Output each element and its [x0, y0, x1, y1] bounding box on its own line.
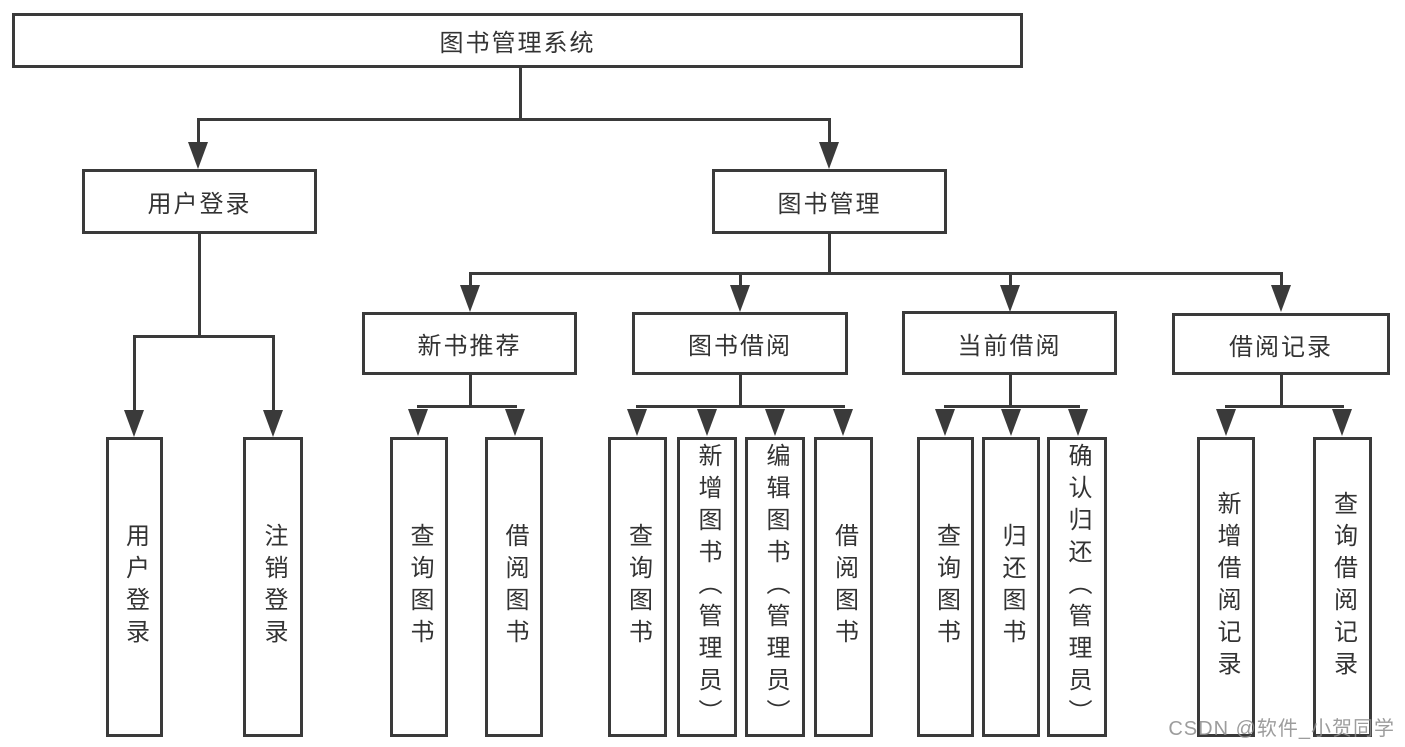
connector-root-drop-right: [827, 118, 831, 145]
connector-user-login-rail: [132, 335, 275, 338]
connector-borrow-records-rail: [1224, 405, 1344, 408]
connector-current-borrow-stem: [1008, 375, 1012, 407]
arrowhead-to-cb-confirm-return: [1068, 409, 1088, 436]
node-book-borrow-label: 图书借阅: [688, 333, 792, 360]
connector-book-borrow-rail: [635, 405, 845, 408]
connector-book-mgmt-stem: [827, 234, 831, 274]
leaf-bb-borrow-books-label: 借阅图书: [830, 523, 858, 651]
arrowhead-to-nb-query-books: [408, 409, 428, 436]
node-book-borrow: 图书借阅: [632, 312, 848, 375]
arrowhead-to-bb-add-book: [697, 409, 717, 436]
connector-user-login-stem: [197, 234, 201, 337]
leaf-br-query-borrow-record: 查询借阅记录: [1313, 437, 1372, 737]
connector-book-borrow-stem: [738, 375, 742, 407]
node-user-login-label: 用户登录: [147, 191, 252, 218]
connector-new-book-stem: [468, 375, 472, 407]
connector-book-mgmt-drop-4: [1279, 272, 1283, 288]
leaf-bb-add-book-admin: 新增图书（管理员）: [677, 437, 737, 737]
leaf-nb-borrow-books: 借阅图书: [485, 437, 543, 737]
arrowhead-to-leaf-user-login: [124, 410, 144, 437]
leaf-logout: 注销登录: [243, 437, 303, 737]
arrowhead-to-cb-return-books: [1001, 409, 1021, 436]
arrowhead-to-new-book-recommend: [460, 285, 480, 312]
arrowhead-to-current-borrow: [1000, 285, 1020, 312]
arrowhead-to-book-borrow: [730, 285, 750, 312]
leaf-nb-query-books: 查询图书: [390, 437, 448, 737]
node-user-login: 用户登录: [82, 169, 317, 234]
leaf-cb-return-books: 归还图书: [982, 437, 1040, 737]
leaf-logout-label: 注销登录: [260, 523, 287, 651]
leaf-bb-add-book-admin-label: 新增图书（管理员）: [694, 443, 721, 731]
connector-root-drop-left: [196, 118, 200, 145]
node-borrow-records-label: 借阅记录: [1229, 333, 1333, 361]
leaf-cb-query-books: 查询图书: [917, 437, 974, 737]
csdn-watermark: CSDN @软件_小贺同学: [1168, 718, 1395, 740]
arrowhead-to-cb-query-books: [935, 409, 955, 436]
arrowhead-to-borrow-records: [1271, 285, 1291, 312]
arrowhead-to-br-add-record: [1216, 409, 1236, 436]
connector-root-stem: [518, 68, 522, 120]
connector-book-mgmt-drop-1: [468, 272, 472, 288]
leaf-bb-borrow-books: 借阅图书: [814, 437, 873, 737]
connector-book-mgmt-rail: [468, 272, 1283, 275]
leaf-bb-query-books-label: 查询图书: [624, 523, 652, 651]
leaf-br-add-borrow-record-label: 新增借阅记录: [1213, 491, 1240, 683]
node-new-book-recommend: 新书推荐: [362, 312, 577, 375]
node-current-borrow: 当前借阅: [902, 311, 1117, 375]
node-current-borrow-label: 当前借阅: [957, 332, 1062, 360]
connector-new-book-rail: [416, 405, 517, 408]
leaf-bb-edit-book-admin: 编辑图书（管理员）: [745, 437, 805, 737]
arrowhead-to-nb-borrow-books: [505, 409, 525, 436]
arrowhead-to-br-query-record: [1332, 409, 1352, 436]
node-book-management: 图书管理: [712, 169, 947, 234]
node-book-management-label: 图书管理: [777, 191, 882, 218]
connector-book-mgmt-drop-2: [738, 272, 742, 288]
leaf-user-login-label: 用户登录: [121, 523, 149, 651]
arrowhead-to-bb-query-books: [627, 409, 647, 436]
connector-user-login-drop-left: [132, 335, 136, 411]
node-new-book-recommend-label: 新书推荐: [417, 333, 522, 360]
connector-borrow-records-stem: [1279, 375, 1283, 407]
leaf-cb-confirm-return-admin: 确认归还（管理员）: [1047, 437, 1107, 737]
arrowhead-to-bb-edit-book: [765, 409, 785, 436]
leaf-cb-return-books-label: 归还图书: [998, 523, 1025, 651]
connector-user-login-drop-right: [271, 335, 275, 411]
leaf-bb-query-books: 查询图书: [608, 437, 667, 737]
leaf-cb-confirm-return-admin-label: 确认归还（管理员）: [1064, 443, 1091, 731]
connector-book-mgmt-drop-3: [1008, 272, 1012, 288]
arrowhead-to-leaf-logout: [263, 410, 283, 437]
leaf-br-query-borrow-record-label: 查询借阅记录: [1329, 491, 1357, 683]
leaf-bb-edit-book-admin-label: 编辑图书（管理员）: [762, 443, 789, 731]
leaf-br-add-borrow-record: 新增借阅记录: [1197, 437, 1255, 737]
connector-current-borrow-rail: [943, 405, 1080, 408]
arrowhead-to-user-login: [188, 142, 208, 169]
node-library-system: 图书管理系统: [12, 13, 1023, 68]
leaf-nb-borrow-books-label: 借阅图书: [501, 523, 528, 651]
node-library-system-label: 图书管理系统: [439, 30, 596, 57]
connector-root-rail: [196, 118, 831, 121]
node-borrow-records: 借阅记录: [1172, 313, 1390, 375]
arrowhead-to-book-management: [819, 142, 839, 169]
leaf-cb-query-books-label: 查询图书: [932, 523, 960, 651]
leaf-user-login: 用户登录: [106, 437, 163, 737]
leaf-nb-query-books-label: 查询图书: [406, 523, 433, 651]
arrowhead-to-bb-borrow-books: [833, 409, 853, 436]
